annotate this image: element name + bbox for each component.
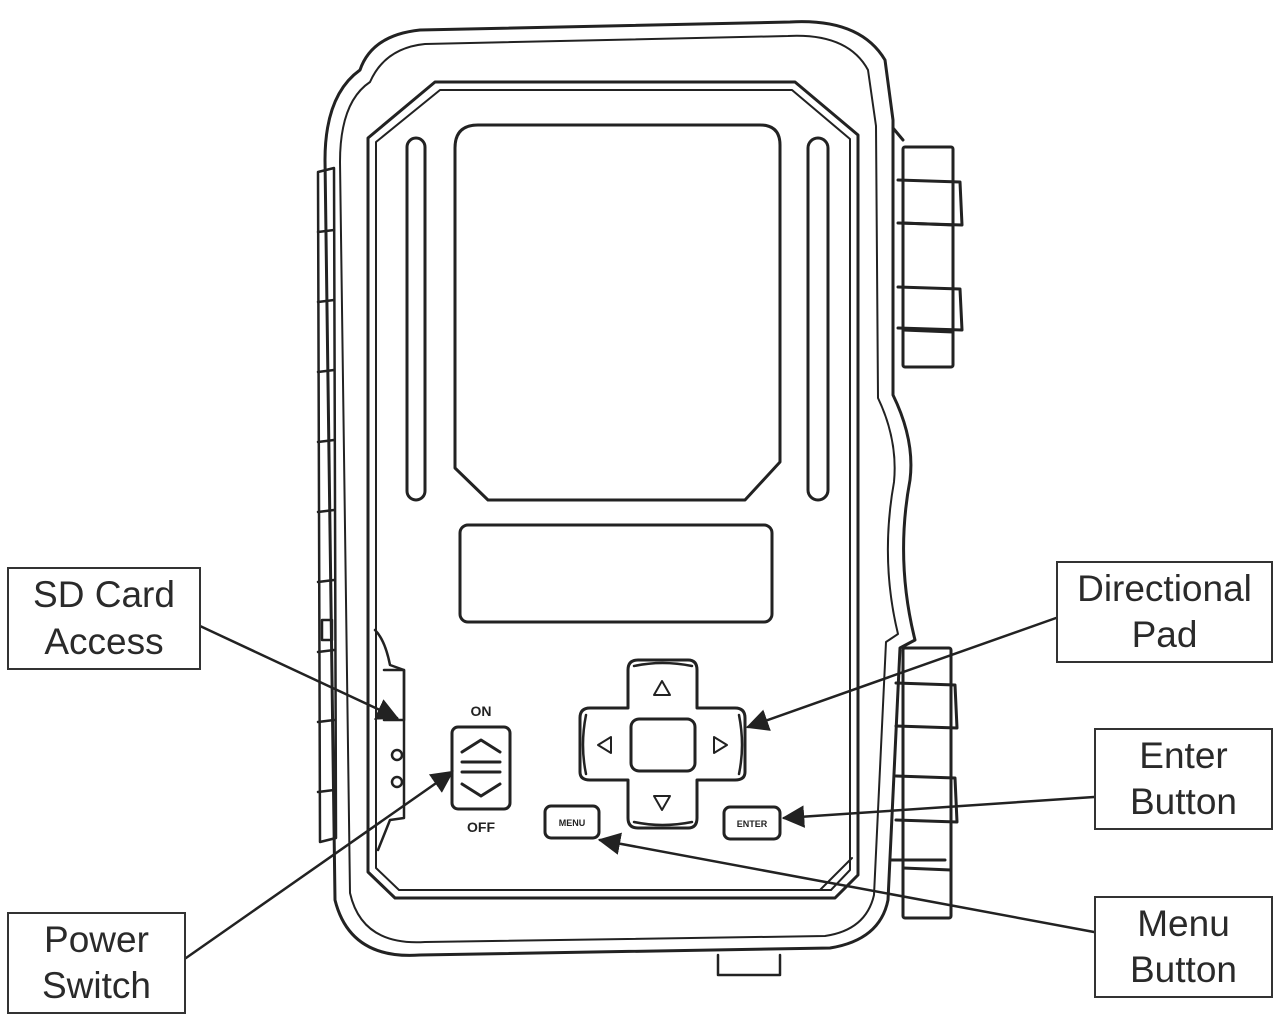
- callout-sd-card-access: SD Card Access: [7, 567, 201, 670]
- callout-directional-pad: Directional Pad: [1056, 561, 1273, 663]
- directional-pad[interactable]: [578, 658, 747, 830]
- callout-text: Access: [44, 620, 164, 662]
- bottom-tab: [716, 953, 782, 977]
- leader-enter-button: [781, 795, 1096, 828]
- sd-card-slot[interactable]: [373, 628, 406, 852]
- menu-button[interactable]: [543, 804, 601, 840]
- sensor-window: [453, 123, 782, 502]
- menu-button-label: MENU: [559, 818, 586, 828]
- left-strap: [316, 166, 338, 844]
- display-window: [458, 523, 774, 624]
- callout-text: Button: [1130, 781, 1237, 822]
- enter-button[interactable]: [722, 805, 782, 841]
- callout-power-switch: Power Switch: [7, 912, 186, 1014]
- callout-text: Switch: [42, 965, 151, 1006]
- leader-menu-button: [597, 832, 1096, 934]
- callout-text: Power: [44, 918, 149, 960]
- switch-off-label: OFF: [467, 819, 495, 835]
- callout-menu-button: Menu Button: [1094, 896, 1273, 998]
- camera-housing-inner-edge: [339, 34, 899, 944]
- callout-text: Menu: [1137, 902, 1230, 944]
- callout-enter-button: Enter Button: [1094, 728, 1273, 830]
- switch-on-label: ON: [471, 703, 492, 719]
- dpad-up-icon[interactable]: [653, 680, 671, 696]
- right-lower-latch: [888, 646, 959, 920]
- leader-directional-pad: [745, 616, 1058, 731]
- callout-text: Button: [1130, 949, 1237, 990]
- callout-text: Directional: [1077, 567, 1252, 609]
- leader-power-switch: [184, 770, 454, 960]
- right-slot: [806, 136, 830, 502]
- front-panel-inner: [375, 89, 851, 891]
- left-slot: [405, 136, 427, 502]
- callout-text: Pad: [1131, 614, 1198, 655]
- leader-sd-card: [198, 624, 400, 720]
- dpad-down-icon[interactable]: [653, 795, 671, 811]
- front-panel: [366, 80, 860, 900]
- dpad-left-icon[interactable]: [597, 736, 612, 754]
- callout-text: SD Card: [33, 574, 175, 616]
- dpad-center-button[interactable]: [629, 717, 697, 773]
- enter-button-label: ENTER: [737, 819, 768, 829]
- right-upper-latch: [891, 126, 964, 369]
- dpad-right-icon[interactable]: [713, 736, 728, 754]
- camera-housing-outer: [323, 20, 917, 957]
- power-switch[interactable]: [450, 725, 512, 811]
- callout-text: Enter: [1139, 734, 1228, 776]
